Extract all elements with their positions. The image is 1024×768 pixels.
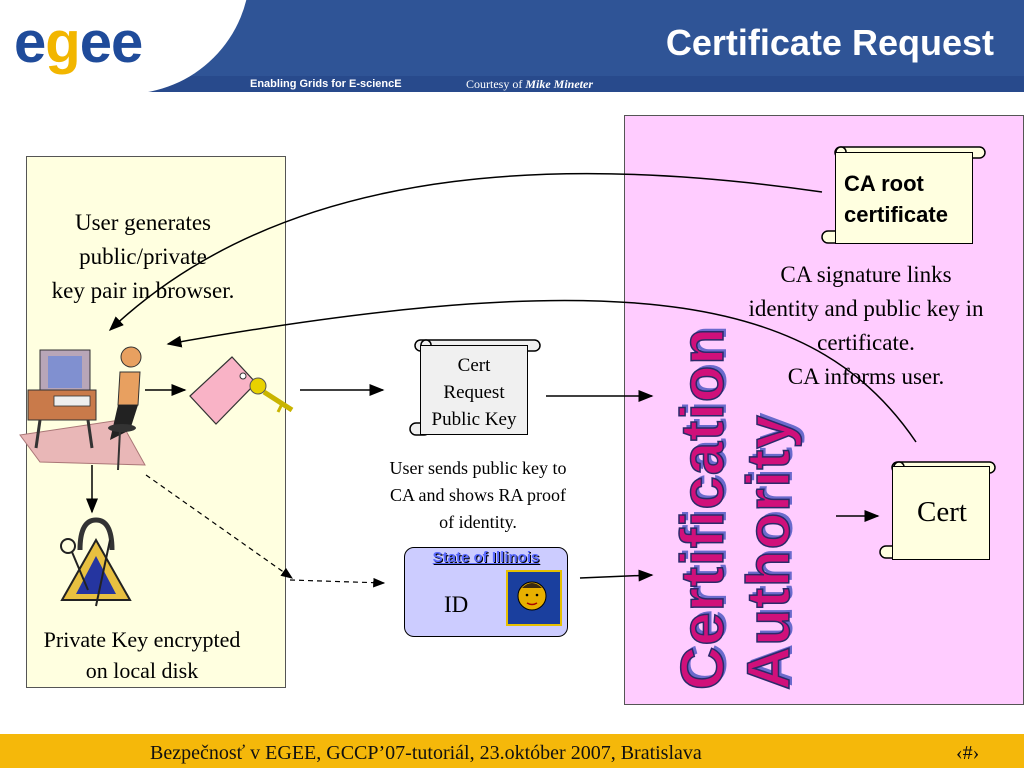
logo-letter-e3: e: [110, 10, 143, 75]
logo-letter-g: g: [45, 10, 80, 75]
courtesy-name: Mike Mineter: [525, 77, 593, 91]
user-generates-line-2: public/private: [79, 244, 207, 269]
footer: [0, 734, 1024, 768]
user-sends-line-1: User sends public key to: [389, 458, 567, 478]
user-generates-line-1: User generates: [74, 210, 211, 235]
key-tag-icon: [189, 356, 294, 425]
ca-root-certificate-label: CA root certificate: [844, 168, 948, 230]
cert-scroll: [892, 466, 990, 560]
ca-signature-line-1: CA signature links: [780, 262, 952, 287]
private-key-line-1: Private Key encrypted: [43, 627, 241, 652]
private-key-line-2: on local disk: [85, 658, 199, 683]
dashed-to-id-arrow: [145, 474, 293, 579]
ca-signature-line-4: CA informs user.: [787, 364, 945, 389]
private-key-text: Private Key encrypted on local disk: [24, 624, 260, 686]
user-generates-text: User generates public/private key pair i…: [26, 206, 260, 308]
cert-request-line-1: Cert: [457, 355, 491, 376]
padlock-icon: [60, 517, 132, 607]
cert-inform-curve-arrow: [166, 299, 917, 443]
courtesy-prefix: Courtesy of: [466, 77, 523, 91]
logo-letter-e2: e: [79, 10, 112, 75]
computer-user-icon: [19, 346, 146, 471]
ca-signature-line-3: certificate.: [817, 330, 915, 355]
id-to-ca-arrow: [579, 569, 654, 582]
cert-label: Cert: [917, 496, 967, 528]
dashed-id-arrow: [289, 577, 386, 588]
face-icon: [517, 581, 547, 611]
cert-request-line-3: Public Key: [431, 409, 517, 430]
user-generates-line-3: key pair in browser.: [51, 278, 235, 303]
tagline: Enabling Grids for E-sciencE: [250, 78, 402, 90]
footer-text: Bezpečnosť v EGEE, GCCP’07-tutoriál, 23.…: [150, 742, 702, 764]
user-sends-text: User sends public key to CA and shows RA…: [360, 455, 596, 536]
root-cert-line-1: CA root: [844, 171, 924, 196]
user-sends-line-3: of identity.: [439, 512, 517, 532]
logo-letter-e1: e: [14, 10, 46, 75]
ca-signature-line-2: identity and public key in: [748, 296, 984, 321]
id-card-label: ID: [444, 592, 469, 617]
root-cert-curve-arrow: [108, 172, 823, 332]
ca-signature-text: CA signature links identity and public k…: [716, 258, 1016, 394]
cert-request-label: Cert Request Public Key: [418, 352, 530, 433]
courtesy: Courtesy of Mike Mineter: [466, 77, 593, 92]
root-cert-line-2: certificate: [844, 202, 948, 227]
egee-logo: egee: [14, 8, 143, 78]
cert-request-scroll: [420, 345, 528, 435]
ca-root-certificate-scroll: [835, 152, 973, 244]
id-card-state: State of Illinois: [432, 549, 540, 566]
header-subband: [0, 76, 1024, 92]
slide-title: Certificate Request: [665, 22, 994, 63]
cert-request-line-2: Request: [443, 382, 505, 403]
user-sends-line-2: CA and shows RA proof: [389, 485, 566, 505]
footer-page-number: ‹#›: [956, 742, 980, 764]
